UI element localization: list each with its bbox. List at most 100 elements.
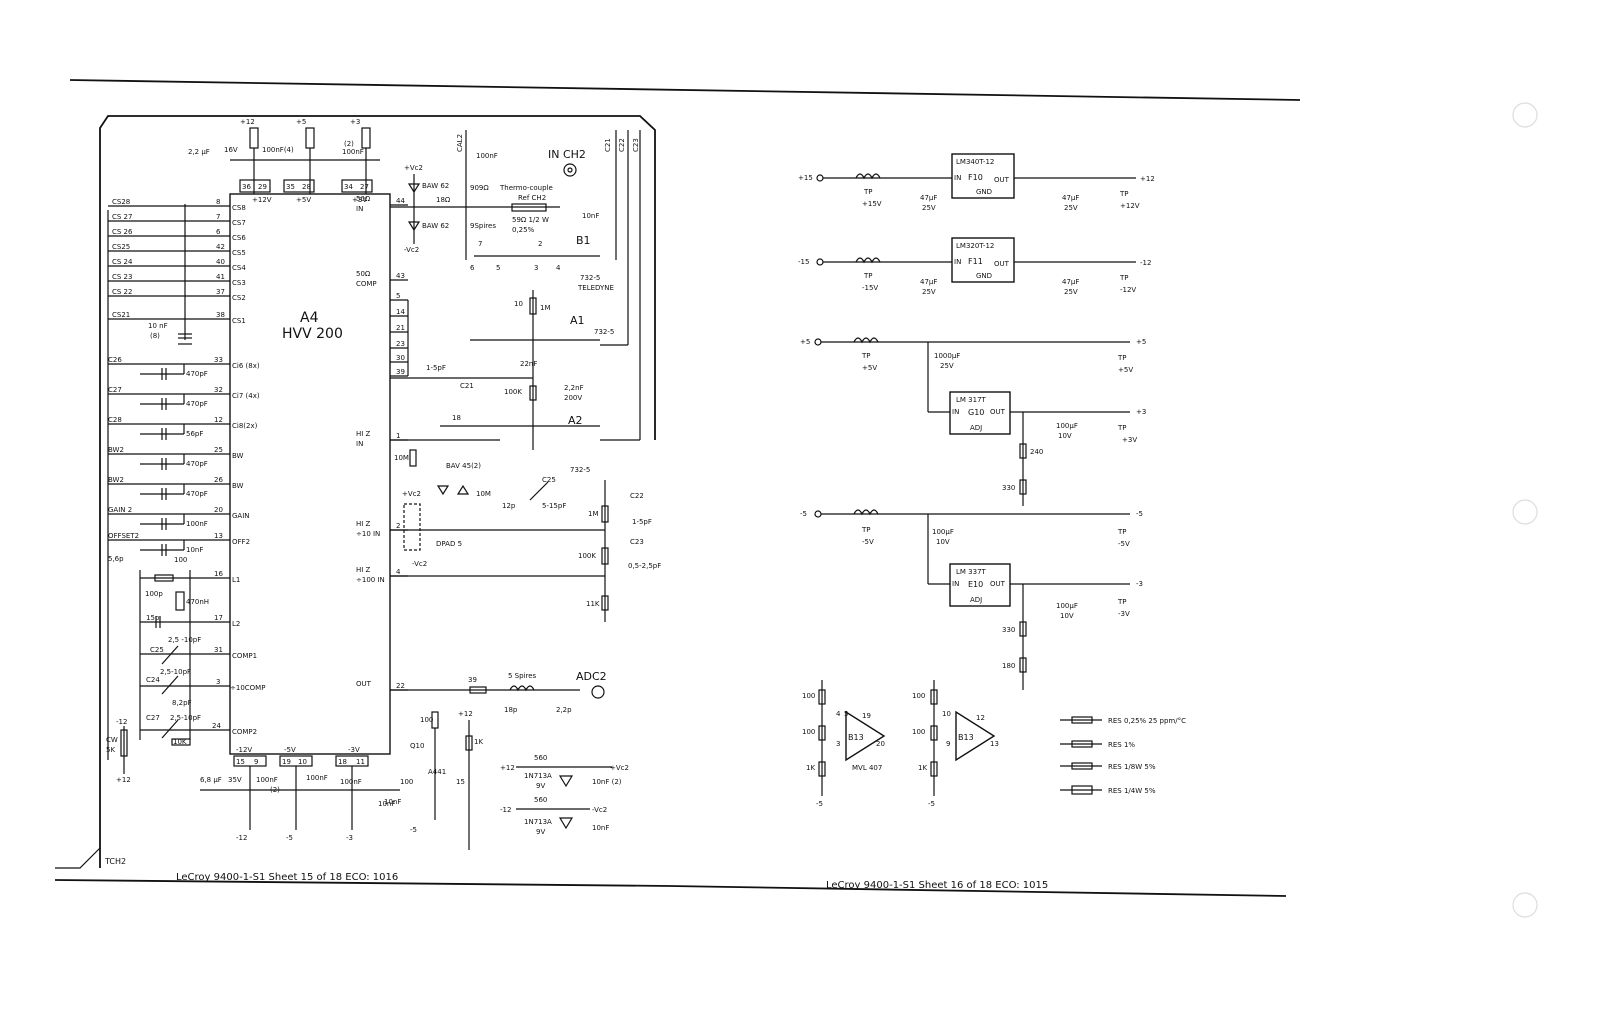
- terminal: [816, 174, 824, 182]
- res-label: 1K: [918, 764, 927, 772]
- cap-label: 47µF: [920, 194, 937, 202]
- reg-part: LM 317T: [956, 396, 987, 404]
- pot-neg: -12: [116, 718, 127, 726]
- input-section: IN CH2 CAL2 C21 C22 C23 +Vc2 BAW 62 BAW …: [390, 130, 661, 622]
- part-label: 560: [534, 796, 547, 804]
- part-label: 100: [400, 778, 413, 786]
- part-label: 100nF: [476, 152, 498, 160]
- pin-number: 42: [216, 243, 225, 251]
- rail-out: +12: [1140, 175, 1155, 183]
- res-label: 1K: [806, 764, 815, 772]
- part-label: -5: [286, 834, 293, 842]
- diode-icon: [407, 221, 421, 232]
- tp-value: +12V: [1120, 202, 1140, 210]
- cs-signal: CS 26: [112, 228, 133, 236]
- part-label: 100nF: [306, 774, 328, 782]
- pin-number: 10: [298, 758, 307, 766]
- pin-number: 37: [216, 288, 225, 296]
- part-label: 1-5pF: [426, 364, 446, 372]
- vc-pos: +Vc2: [402, 490, 421, 498]
- ci-signal: C28: [108, 416, 122, 424]
- resistor: [469, 686, 487, 694]
- part-label: 1N713A: [524, 772, 552, 780]
- tp-value: +3V: [1122, 436, 1137, 444]
- rail-in: -5: [800, 510, 807, 518]
- part-label: 1M: [540, 304, 551, 312]
- output-section: 39 5 Spires ADC2 18p 2,2p 100 +12 1K Q10…: [384, 670, 607, 850]
- part-label: 2,2nF: [564, 384, 584, 392]
- tp-value: -5V: [1118, 540, 1130, 548]
- part-label: 9V: [536, 828, 545, 836]
- pin-name: Ci7 (4x): [232, 392, 260, 400]
- top-supplies: +12 +5 +3 2,2 µF 16V 100nF(4) (2) 100nF …: [188, 118, 380, 204]
- rail-out: +5: [1136, 338, 1146, 346]
- part-label: 1K: [474, 738, 483, 746]
- rail-out: -12: [1140, 259, 1151, 267]
- part-label: 1M: [588, 510, 599, 518]
- tp-label: TP: [1119, 274, 1129, 282]
- inductor: [853, 337, 879, 344]
- inductor: [855, 257, 881, 264]
- part-label: 560: [534, 754, 547, 762]
- cap-value: 10nF: [186, 546, 203, 554]
- part-label: +12: [458, 710, 473, 718]
- m3-regulator: LM 337T IN E10 OUT ADJ 100µF 10V 330 180…: [949, 563, 1143, 690]
- terminal: [814, 338, 822, 346]
- pin-number: 32: [214, 386, 223, 394]
- reg-pin-in: IN: [954, 258, 961, 266]
- part-label: Thermo-couple: [499, 184, 553, 192]
- part-label: 2,2p: [556, 706, 572, 714]
- opamp-pin: 3: [836, 740, 840, 748]
- part-label: 100: [174, 556, 187, 564]
- resistor: [171, 738, 191, 746]
- adc-label: ADC2: [576, 670, 607, 683]
- pin-number: 34: [344, 183, 353, 191]
- ci-signal: OFFSET2: [108, 532, 139, 540]
- pin-name: 50Ω: [356, 270, 371, 278]
- supply-label: +12: [240, 118, 255, 126]
- tp-label: TP: [863, 272, 873, 280]
- reg-pin-gnd: GND: [976, 188, 992, 196]
- res-label: 100: [802, 728, 815, 736]
- rail-out: -3: [1136, 580, 1143, 588]
- pin-name: CS4: [232, 264, 246, 272]
- cap-value: 25V: [940, 362, 954, 370]
- relay-pin: 2: [538, 240, 542, 248]
- reg-pin-out: OUT: [990, 408, 1006, 416]
- relay-maker: TELEDYNE: [577, 284, 614, 292]
- pin-number: 11: [356, 758, 365, 766]
- pin-name: CS3: [232, 279, 246, 287]
- part-label: 2,5 -10pF: [168, 636, 201, 644]
- frame-corner: [55, 847, 101, 869]
- pin-name: OUT: [356, 680, 372, 688]
- relay-label: A2: [568, 414, 583, 427]
- part-label: C25: [150, 646, 164, 654]
- legend-resistor-icon: [1071, 762, 1093, 770]
- tp-label: TP: [863, 188, 873, 196]
- inductor: [305, 127, 315, 149]
- tp-value: -3V: [1118, 610, 1130, 618]
- part-label: +Vc2: [610, 764, 629, 772]
- part-label: 10M: [476, 490, 491, 498]
- part-label: 5,6p: [108, 555, 124, 563]
- pin-number: 24: [212, 722, 221, 730]
- var-cap: [529, 481, 549, 501]
- pot-pos: +12: [116, 776, 131, 784]
- pin-number: 31: [214, 646, 223, 654]
- pin-number: 8: [216, 198, 220, 206]
- pin-number: 38: [216, 311, 225, 319]
- reg-ref: F10: [968, 173, 983, 182]
- pin-number: 15: [236, 758, 245, 766]
- part-label: 10nF: [384, 798, 401, 806]
- resistor: [930, 725, 938, 741]
- pin-number: 3: [216, 678, 220, 686]
- part-label: DPAD 5: [436, 540, 462, 548]
- pin-number: 39: [396, 368, 405, 376]
- pin-number: 9: [254, 758, 258, 766]
- cap-value: 10V: [1060, 612, 1074, 620]
- relay-pin: 5: [496, 264, 500, 272]
- reg-pin-in: IN: [954, 174, 961, 182]
- opamp-pin: 19: [862, 712, 871, 720]
- cap-value: 10V: [1058, 432, 1072, 440]
- part-label: 15p: [146, 614, 160, 622]
